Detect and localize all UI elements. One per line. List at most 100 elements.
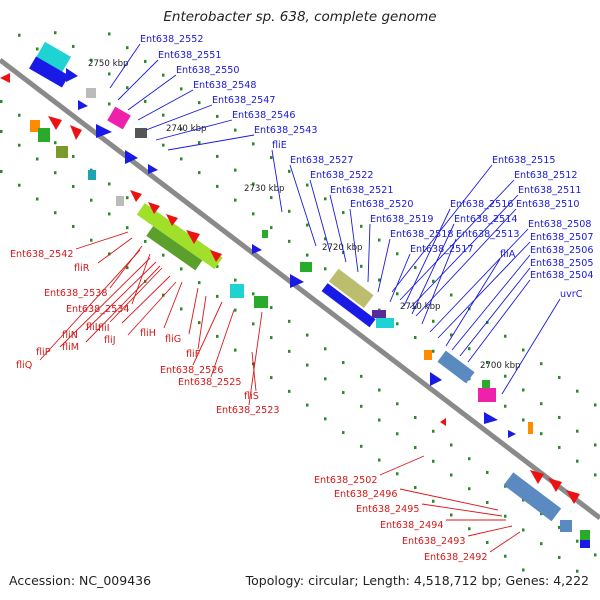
gene-block-grey	[116, 196, 124, 206]
forward-gene-arrow	[290, 274, 304, 288]
gene-label-forward[interactable]: Ent638_2512	[514, 170, 577, 181]
gene-label-forward[interactable]: Ent638_2518	[390, 229, 453, 240]
gene-label-reverse[interactable]: fliP	[36, 347, 51, 358]
leader-line	[309, 179, 331, 253]
gene-label-reverse[interactable]: Ent638_2492	[424, 552, 487, 563]
gene-label-forward[interactable]: Ent638_2511	[518, 185, 581, 196]
leader-line	[467, 525, 513, 537]
gene-label-forward[interactable]: Ent638_2550	[176, 65, 239, 76]
gene-label-reverse[interactable]: Ent638_2496	[334, 489, 397, 500]
gene-label-reverse[interactable]: fliI	[98, 323, 110, 334]
gene-label-forward[interactable]: Ent638_2548	[193, 80, 256, 91]
gene-block-orange	[528, 422, 533, 434]
reverse-gene-arrow	[186, 230, 200, 244]
gene-block-blue	[29, 56, 69, 88]
gene-label-reverse[interactable]: Ent638_2494	[380, 520, 443, 531]
gene-label-forward[interactable]: Ent638_2510	[516, 199, 579, 210]
leader-line	[459, 267, 531, 357]
gene-label-reverse[interactable]: Ent638_2542	[10, 249, 73, 260]
reverse-gene-arrow	[0, 73, 10, 83]
leader-line	[75, 231, 129, 250]
forward-gene-arrow	[125, 150, 138, 164]
gene-block-olive	[56, 146, 68, 158]
leader-line	[389, 253, 411, 303]
gene-label-forward[interactable]: Ent638_2552	[140, 34, 203, 45]
gene-label-forward[interactable]: Ent638_2507	[530, 232, 593, 243]
gene-label-reverse[interactable]: Ent638_2502	[314, 475, 377, 486]
gene-label-reverse[interactable]: fliJ	[104, 335, 116, 346]
gene-label-forward[interactable]: fliE	[272, 140, 287, 151]
gene-label-forward[interactable]: Ent638_2527	[290, 155, 353, 166]
gene-label-forward[interactable]: fliA	[500, 249, 516, 260]
genome-stats-text: Topology: circular; Length: 4,518,712 bp…	[245, 573, 589, 588]
gene-block-steelblue	[503, 472, 562, 522]
gene-label-reverse[interactable]: fliQ	[16, 360, 33, 371]
reverse-gene-arrow	[210, 250, 222, 262]
gene-label-reverse[interactable]: fliS	[244, 391, 259, 402]
kbp-tick-label: 2740 kbp	[166, 124, 207, 134]
gene-label-reverse[interactable]: fliL	[86, 322, 101, 333]
gene-label-reverse[interactable]: fliG	[165, 334, 181, 345]
guide-dots	[0, 31, 597, 573]
gene-label-forward[interactable]: Ent638_2514	[454, 214, 517, 225]
gene-label-reverse[interactable]: Ent638_2523	[216, 405, 279, 416]
forward-gene-arrow	[96, 124, 112, 138]
gene-block-steelblue	[560, 520, 572, 532]
gene-block-green	[254, 296, 268, 308]
gene-label-forward[interactable]: Ent638_2547	[212, 95, 275, 106]
gene-label-reverse[interactable]: Ent638_2493	[402, 536, 465, 547]
reverse-gene-arrow	[70, 125, 82, 140]
gene-block-green	[300, 262, 312, 272]
gene-label-forward[interactable]: Ent638_2508	[528, 219, 591, 230]
gene-label-forward[interactable]: Ent638_2543	[254, 125, 317, 136]
gene-label-forward[interactable]: Ent638_2515	[492, 155, 555, 166]
leader-line	[445, 258, 501, 347]
gene-label-forward[interactable]: uvrC	[560, 289, 583, 300]
reverse-labels: Ent638_2542fliREnt638_2538Ent638_2534fli…	[10, 231, 521, 563]
leader-line	[109, 43, 141, 89]
map-title: Enterobacter sp. 638, complete genome	[163, 9, 437, 25]
reverse-gene-arrow	[530, 470, 544, 484]
gene-label-reverse[interactable]: Ent638_2526	[160, 365, 223, 376]
forward-gene-arrow	[484, 412, 498, 424]
gene-block-cyan	[35, 41, 71, 75]
gene-block-purple	[372, 310, 386, 318]
gene-label-reverse[interactable]: fliR	[74, 263, 90, 274]
gene-label-forward[interactable]: Ent638_2516	[450, 199, 513, 210]
leader-line	[163, 281, 183, 329]
gene-label-forward[interactable]: Ent638_2505	[530, 258, 593, 269]
leader-line	[59, 257, 151, 348]
gene-label-reverse[interactable]: fliF	[186, 349, 200, 360]
gene-block-orange	[30, 120, 40, 132]
gene-label-forward[interactable]: Ent638_2520	[350, 199, 413, 210]
forward-gene-arrow	[252, 244, 262, 254]
gene-label-forward[interactable]: Ent638_2521	[330, 185, 393, 196]
gene-label-forward[interactable]: Ent638_2504	[530, 270, 593, 281]
gene-block-cyan	[230, 284, 244, 298]
forward-labels: Ent638_2552Ent638_2551Ent638_2550Ent638_…	[109, 34, 593, 395]
gene-label-forward[interactable]: Ent638_2513	[456, 229, 519, 240]
gene-label-reverse[interactable]: Ent638_2525	[178, 377, 241, 388]
leader-line	[415, 208, 517, 317]
gene-label-forward[interactable]: Ent638_2551	[158, 50, 221, 61]
leader-line	[85, 261, 157, 331]
gene-block-grey	[86, 88, 96, 98]
gene-label-reverse[interactable]: fliN	[62, 330, 78, 341]
gene-block-cyan	[376, 318, 394, 328]
gene-label-forward[interactable]: Ent638_2506	[530, 245, 593, 256]
leader-line	[349, 208, 359, 273]
gene-label-forward[interactable]: Ent638_2546	[232, 110, 295, 121]
leader-line	[403, 208, 451, 307]
gene-label-reverse[interactable]: fliH	[140, 328, 156, 339]
forward-gene-arrow	[508, 430, 516, 438]
leader-line	[289, 164, 317, 247]
gene-label-forward[interactable]: Ent638_2522	[310, 170, 373, 181]
gene-label-reverse[interactable]: Ent638_2495	[356, 504, 419, 515]
gene-label-reverse[interactable]: Ent638_2538	[44, 288, 107, 299]
leader-line	[210, 309, 235, 378]
gene-block-magenta	[107, 106, 131, 130]
reverse-gene-arrow	[48, 116, 62, 130]
gene-label-forward[interactable]: Ent638_2519	[370, 214, 433, 225]
gene-label-reverse[interactable]: fliM	[62, 342, 79, 353]
